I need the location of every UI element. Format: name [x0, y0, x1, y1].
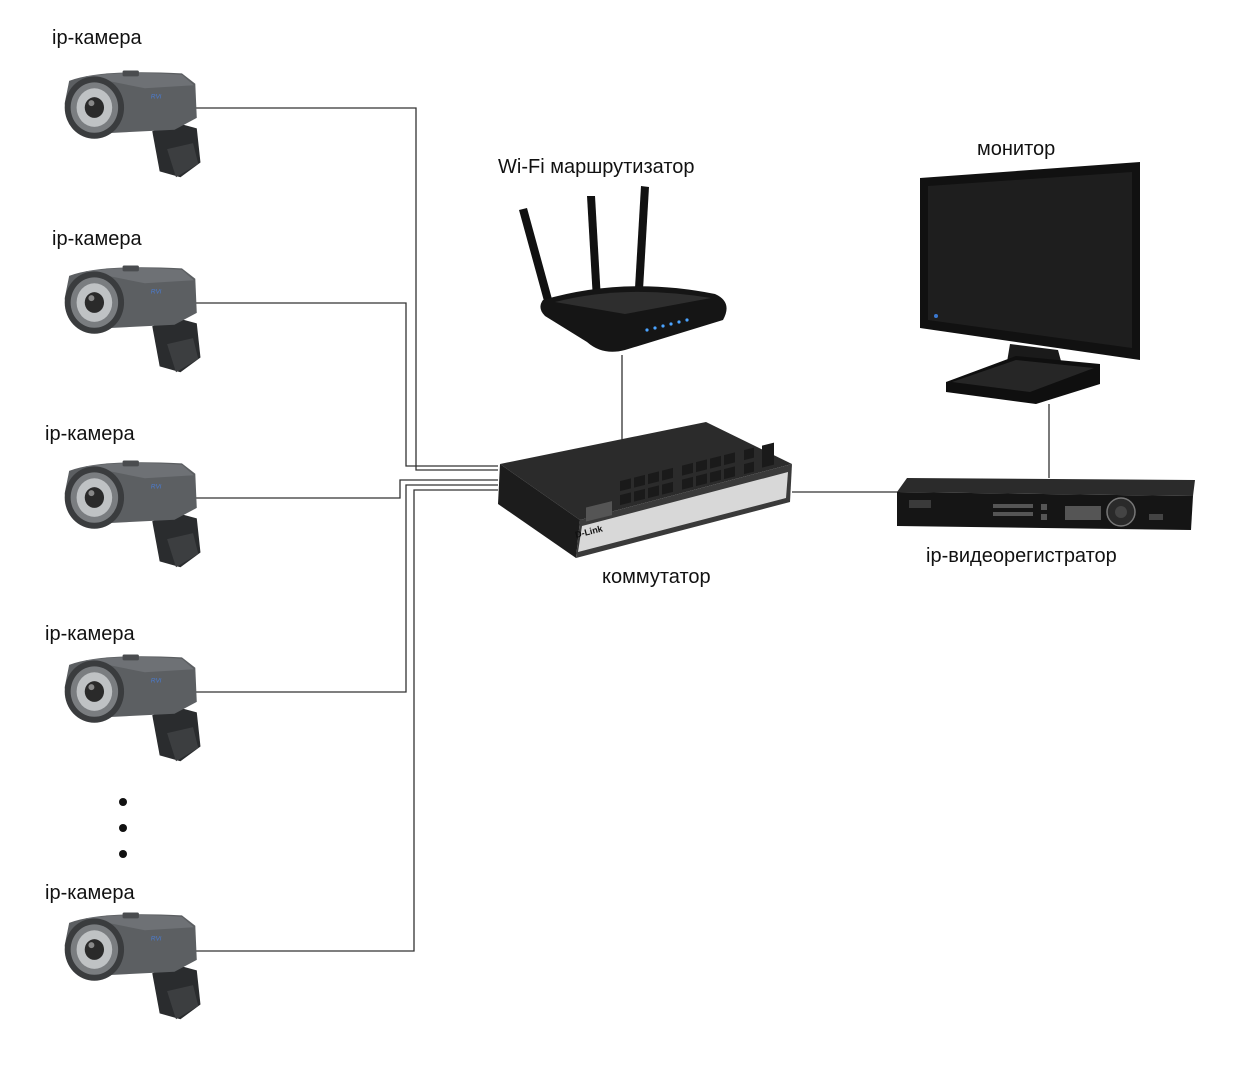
wire-camera-4	[185, 484, 498, 693]
wire-camera-5	[185, 489, 498, 952]
wire-camera-1	[185, 107, 498, 471]
camera-label-2: ip-камера	[52, 228, 142, 250]
camera-label-4: ip-камера	[45, 623, 135, 645]
camera-label-5: ip-камера	[45, 882, 135, 904]
ip-camera-icon	[64, 912, 201, 1020]
router-icon	[519, 186, 727, 352]
ip-camera-icon	[64, 460, 201, 568]
switch-label: коммутатор	[602, 566, 711, 588]
ip-camera-icon	[64, 654, 201, 762]
wire-camera-3	[185, 479, 498, 499]
monitor-icon	[920, 162, 1140, 404]
ip-camera-icon	[64, 265, 201, 373]
nvr-label: ip-видеорегистратор	[926, 545, 1117, 567]
router-label: Wi-Fi маршрутизатор	[498, 156, 695, 178]
ellipsis-icon	[119, 798, 127, 858]
wire-camera-2	[185, 302, 498, 467]
ip-camera-icon	[64, 70, 201, 178]
nvr-icon	[897, 478, 1195, 530]
monitor-label: монитор	[977, 138, 1056, 160]
camera-label-3: ip-камера	[45, 423, 135, 445]
switch-icon: D-Link	[498, 422, 792, 558]
camera-label-1: ip-камера	[52, 27, 142, 49]
